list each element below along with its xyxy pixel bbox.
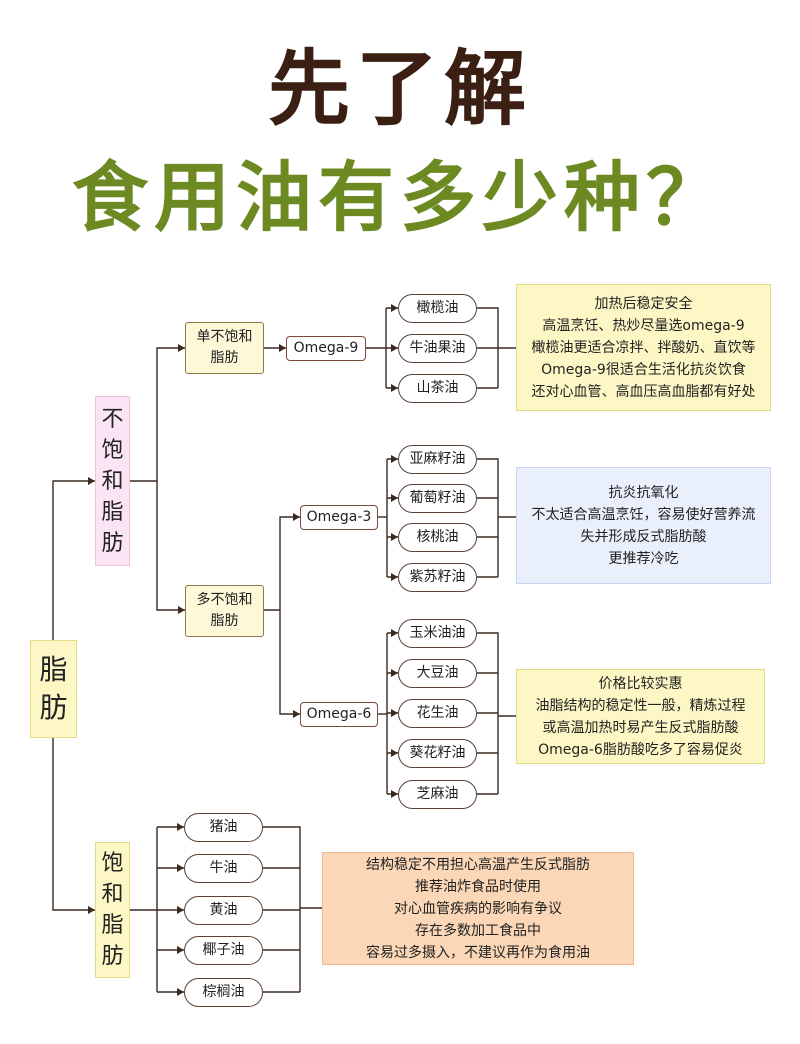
category-char: 肪: [101, 944, 124, 969]
note-line: 存在多数加工食品中: [415, 922, 541, 939]
oil-grapeseed: 葡萄籽油: [398, 484, 477, 513]
oil-walnut: 核桃油: [398, 523, 477, 552]
title-line-2: 食用油有多少种？: [72, 153, 728, 242]
subcategory-monounsaturated: 单不饱和 脂肪: [185, 322, 264, 374]
oil-flaxseed: 亚麻籽油: [398, 445, 477, 474]
category-unsaturated-fat: 不 饱 和 脂 肪: [95, 396, 130, 566]
note-omega-6: 价格比较实惠 油脂结构的稳定性一般，精炼过程 或高温加热时易产生反式脂肪酸 Om…: [516, 669, 765, 764]
oil-lard: 猪油: [184, 813, 263, 842]
note-line: 对心血管疾病的影响有争议: [394, 900, 562, 917]
note-line: Omega-6脂肪酸吃多了容易促炎: [538, 741, 743, 758]
note-line: 橄榄油更适合凉拌、拌酸奶、直饮等: [531, 339, 756, 356]
note-omega-9: 加热后稳定安全 高温烹饪、热炒尽量选omega-9 橄榄油更适合凉拌、拌酸奶、直…: [516, 284, 771, 411]
subcategory-line: 脂肪: [210, 350, 239, 366]
note-line: 高温烹饪、热炒尽量选omega-9: [542, 317, 745, 334]
omega-3-node: Omega-3: [300, 505, 378, 530]
note-line: 抗炎抗氧化: [608, 484, 679, 501]
note-line: 更推荐冷吃: [608, 550, 679, 567]
note-line: 容易过多摄入，不建议再作为食用油: [366, 944, 590, 961]
note-saturated: 结构稳定不用担心高温产生反式脂肪 推荐油炸食品时使用 对心血管疾病的影响有争议 …: [322, 852, 634, 965]
root-node-fat: 脂 肪: [30, 640, 77, 738]
oil-avocado: 牛油果油: [398, 334, 477, 363]
note-line: 加热后稳定安全: [594, 295, 693, 312]
category-saturated-fat: 饱 和 脂 肪: [95, 842, 130, 978]
oil-sunflower: 葵花籽油: [398, 739, 477, 768]
category-char: 肪: [101, 530, 124, 556]
note-line: Omega-9很适合生活化抗炎饮食: [541, 361, 746, 378]
note-line: 或高温加热时易产生反式脂肪酸: [542, 719, 739, 736]
category-char: 不: [101, 406, 124, 432]
note-line: 价格比较实惠: [598, 675, 683, 692]
root-char: 肪: [39, 691, 68, 724]
oil-camellia: 山茶油: [398, 374, 477, 403]
category-char: 和: [101, 882, 124, 907]
oil-perilla: 紫苏籽油: [398, 563, 477, 592]
category-char: 脂: [101, 499, 124, 525]
omega-9-node: Omega-9: [286, 336, 366, 361]
subcategory-line: 脂肪: [210, 613, 239, 629]
oil-soybean: 大豆油: [398, 659, 477, 688]
oil-coconut: 椰子油: [184, 936, 263, 965]
oil-palm: 棕榈油: [184, 978, 263, 1007]
note-line: 油脂结构的稳定性一般，精炼过程: [535, 697, 746, 714]
note-line: 结构稳定不用担心高温产生反式脂肪: [366, 856, 590, 873]
category-char: 饱: [101, 437, 124, 463]
subcategory-polyunsaturated: 多不饱和 脂肪: [185, 585, 264, 637]
title-line-1: 先了解: [267, 42, 532, 137]
oil-corn: 玉米油油: [398, 619, 477, 648]
category-char: 和: [101, 468, 124, 494]
omega-6-node: Omega-6: [300, 702, 378, 727]
category-char: 脂: [101, 913, 124, 938]
oil-olive: 橄榄油: [398, 294, 477, 323]
oil-tallow: 牛油: [184, 854, 263, 883]
note-line: 不太适合高温烹饪，容易使好营养流: [531, 506, 756, 523]
note-omega-3: 抗炎抗氧化 不太适合高温烹饪，容易使好营养流 失并形成反式脂肪酸 更推荐冷吃: [516, 467, 771, 584]
root-char: 脂: [39, 653, 68, 686]
oil-butter: 黄油: [184, 896, 263, 925]
oil-sesame: 芝麻油: [398, 780, 477, 809]
subcategory-line: 单不饱和: [196, 329, 253, 345]
subcategory-line: 多不饱和: [196, 592, 253, 608]
category-char: 饱: [101, 851, 124, 876]
note-line: 失并形成反式脂肪酸: [580, 528, 707, 545]
oil-peanut: 花生油: [398, 699, 477, 728]
note-line: 推荐油炸食品时使用: [415, 878, 541, 895]
note-line: 还对心血管、高血压高血脂都有好处: [531, 383, 756, 400]
